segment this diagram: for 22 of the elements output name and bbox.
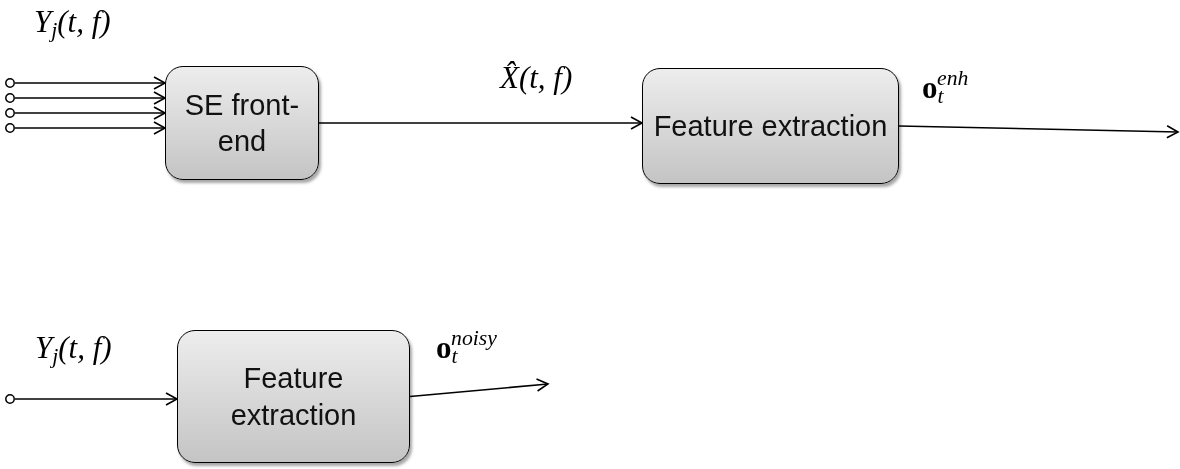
- arrow: [14, 106, 166, 120]
- process-box: [165, 66, 319, 180]
- input-terminal: [5, 108, 15, 118]
- arrow: [14, 121, 166, 135]
- process-box: [642, 68, 899, 184]
- box-label: Feature extraction: [229, 361, 358, 433]
- input-terminal: [5, 78, 15, 88]
- arrow: [898, 124, 1179, 139]
- arrow: [318, 116, 643, 130]
- process-box: [177, 330, 410, 463]
- arrow: [14, 392, 178, 406]
- signal-label: Y$_{j}$(t, f): [34, 6, 111, 43]
- input-terminal: [5, 394, 15, 404]
- edge-label: X̂(t, f): [500, 62, 573, 93]
- arrow: [409, 378, 549, 398]
- input-terminal: [5, 93, 15, 103]
- box-label: SE front-end: [183, 87, 301, 159]
- box-label: Feature extraction: [653, 108, 888, 144]
- input-terminal: [5, 123, 15, 133]
- arrow: [14, 76, 166, 90]
- edge-label: Y$_{j}$(t, f): [35, 332, 112, 369]
- arrow: [14, 91, 166, 105]
